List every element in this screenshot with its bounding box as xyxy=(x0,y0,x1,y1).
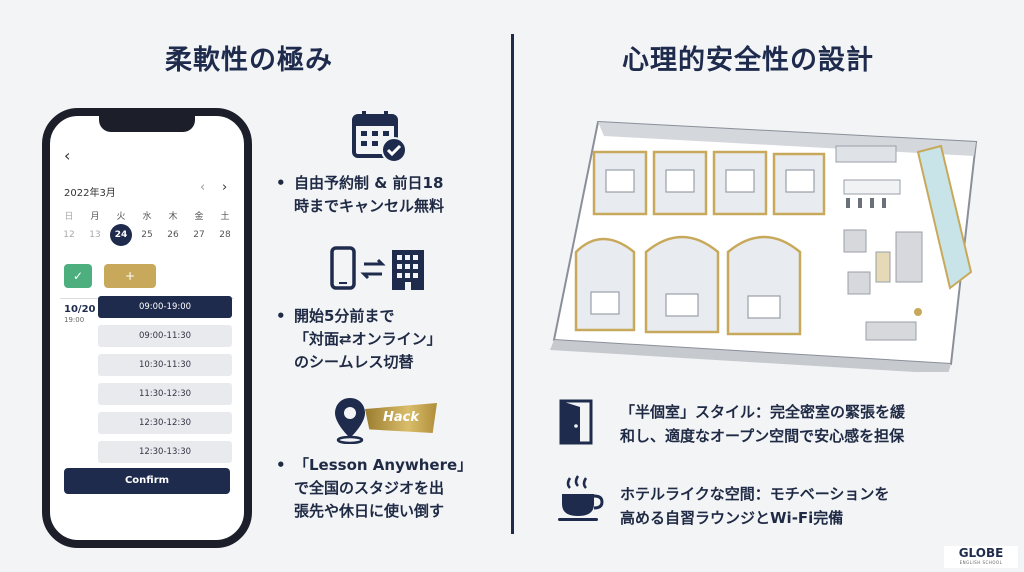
phone-notch xyxy=(99,116,195,132)
logo-text: GLOBE xyxy=(958,546,1004,560)
prev-month-icon[interactable]: ‹ xyxy=(200,180,206,195)
calendar-date[interactable]: 12 xyxy=(63,230,75,240)
time-slot[interactable]: 12:30-12:30 xyxy=(98,412,232,434)
calendar-date-selected[interactable]: 24 xyxy=(110,224,132,246)
feature-line: 時までキャンセル無料 xyxy=(294,197,445,215)
feature-line: 自由予約制 & 前日18 xyxy=(294,174,444,192)
calendar-month-label: 2022年3月 xyxy=(64,188,116,199)
slot-time-label: 19:00 xyxy=(64,316,85,324)
weekday-label: 金 xyxy=(194,212,204,222)
weekday-label: 土 xyxy=(220,212,230,222)
time-slot[interactable]: 10:30-11:30 xyxy=(98,354,232,376)
calendar-date[interactable]: 25 xyxy=(141,230,153,240)
coffee-cup-icon xyxy=(558,475,604,521)
weekday-label: 水 xyxy=(142,212,152,222)
feature-semi-private: 「半個室」スタイル：完全密室の緊張を緩 和し、適度なオープン空間で安心感を担保 xyxy=(620,400,905,448)
hack-badge: Hack xyxy=(365,403,437,433)
weekday-label: 火 xyxy=(116,212,126,222)
time-slot[interactable]: 12:30-13:30 xyxy=(98,441,232,463)
door-icon xyxy=(559,399,593,445)
next-month-icon[interactable]: › xyxy=(222,180,228,195)
feature-line: 和し、適度なオープン空間で安心感を担保 xyxy=(620,427,905,445)
weekday-label: 日 xyxy=(64,212,74,222)
feature-anywhere: • 「Lesson Anywhere」 で全国のスタジオを出 張先や休日に使い倒… xyxy=(276,454,473,523)
weekday-label: 月 xyxy=(90,212,100,222)
center-divider xyxy=(511,34,514,534)
feature-line: 張先や休日に使い倒す xyxy=(294,502,445,520)
feature-booking: • 自由予約制 & 前日18 時までキャンセル無料 xyxy=(276,172,445,218)
time-slot[interactable]: 11:30-12:30 xyxy=(98,383,232,405)
calendar-date[interactable]: 28 xyxy=(219,230,231,240)
check-button[interactable]: ✓ xyxy=(64,264,92,288)
globe-logo: GLOBE ENGLISH SCHOOL xyxy=(944,546,1018,568)
floor-plan-illustration xyxy=(550,120,978,372)
back-arrow-icon[interactable]: ‹ xyxy=(64,146,71,165)
date-row: 12 13 24 25 26 27 28 xyxy=(58,224,236,246)
calendar-date[interactable]: 26 xyxy=(167,230,179,240)
left-section-title: 柔軟性の極み xyxy=(165,45,333,76)
calendar-date[interactable]: 27 xyxy=(193,230,205,240)
time-slot-list: 09:00-19:00 09:00-11:30 10:30-11:30 11:3… xyxy=(98,296,232,470)
calendar-date[interactable]: 13 xyxy=(89,230,101,240)
calendar-check-icon xyxy=(352,111,407,163)
bullet-dot: • xyxy=(276,174,286,192)
weekday-row: 日 月 火 水 木 金 土 xyxy=(58,206,236,228)
bullet-dot: • xyxy=(276,456,286,474)
add-button[interactable]: + xyxy=(104,264,156,288)
feature-line: 「対面⇄オンライン」 xyxy=(294,330,442,348)
feature-hotel-lounge: ホテルライクな空間：モチベーションを 高める自習ラウンジとWi-Fi完備 xyxy=(620,482,889,530)
slot-date-label: 10/20 xyxy=(64,304,96,315)
phone-switch-building-icon xyxy=(330,246,424,290)
feature-line: 「半個室」スタイル：完全密室の緊張を緩 xyxy=(620,403,906,421)
time-slot[interactable]: 09:00-11:30 xyxy=(98,325,232,347)
phone-mockup: ‹ 2022年3月 ‹ › 日 月 火 水 木 金 土 12 13 24 25 … xyxy=(42,108,252,548)
feature-line: 「Lesson Anywhere」 xyxy=(294,456,473,474)
feature-line: のシームレス切替 xyxy=(294,353,414,371)
bullet-dot: • xyxy=(276,307,286,325)
right-section-title: 心理的安全性の設計 xyxy=(622,45,874,76)
feature-switch: • 開始5分前まで 「対面⇄オンライン」 のシームレス切替 xyxy=(276,305,442,374)
map-pin-icon xyxy=(335,398,365,444)
feature-line: で全国のスタジオを出 xyxy=(294,479,445,497)
feature-line: 開始5分前まで xyxy=(294,307,395,325)
confirm-button[interactable]: Confirm xyxy=(64,468,230,494)
feature-line: 高める自習ラウンジとWi-Fi完備 xyxy=(620,509,844,527)
time-slot-selected[interactable]: 09:00-19:00 xyxy=(98,296,232,318)
feature-line: ホテルライクな空間：モチベーションを xyxy=(620,485,890,503)
weekday-label: 木 xyxy=(168,212,178,222)
logo-subtext: ENGLISH SCHOOL xyxy=(959,560,1003,565)
